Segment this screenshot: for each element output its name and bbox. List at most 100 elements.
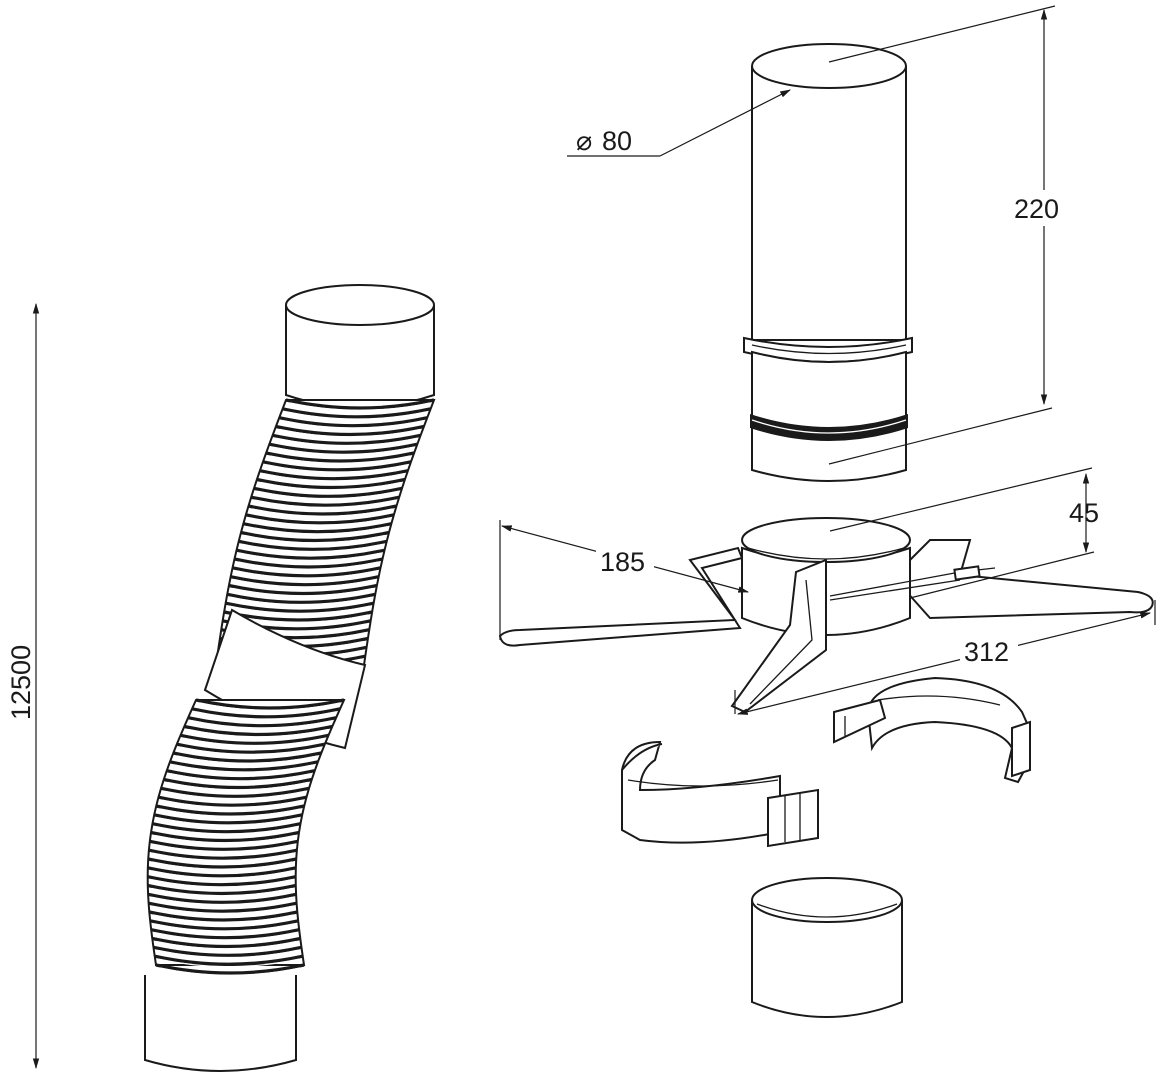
total-length-dimension: 12500 — [6, 302, 40, 1070]
hose-rib-highlight — [232, 587, 374, 597]
hose-rib — [234, 557, 383, 569]
hose-rib-highlight — [154, 923, 295, 932]
hose-rib-highlight — [238, 561, 379, 571]
hose-rib-highlight — [279, 428, 421, 438]
end-cap — [751, 877, 903, 1018]
hose-rib — [228, 583, 378, 596]
hose-rib — [195, 698, 345, 710]
clamp-half-left — [621, 740, 819, 848]
hose-rib — [183, 724, 333, 737]
hose-rib — [268, 442, 418, 454]
hose-rib — [250, 495, 400, 507]
hose-rib — [248, 504, 397, 516]
hose-rib — [226, 592, 376, 604]
arm-length-dimension: 185 — [499, 520, 750, 640]
hose-rib-highlight — [152, 852, 294, 862]
hose-rib — [230, 575, 380, 587]
support-height-dimension: 45 — [829, 467, 1099, 599]
hose-rib-highlight — [242, 543, 383, 553]
hose-rib-highlight — [160, 808, 301, 818]
hose-rib-highlight — [151, 879, 292, 888]
hose-rib-highlight — [151, 870, 292, 879]
hose-rib-highlight — [263, 473, 405, 482]
hose-rib — [148, 901, 297, 913]
hose-rib-highlight — [162, 799, 303, 809]
hose-bottom-sleeve — [144, 975, 297, 1072]
clamp-half-right — [833, 676, 1031, 784]
hose-upper-corrugation — [214, 398, 436, 677]
hose-rib-highlight — [195, 711, 337, 720]
hose-rib-highlight — [180, 746, 321, 756]
hose-rib-highlight — [289, 402, 431, 412]
hose-rib — [225, 601, 374, 613]
hose-rib-highlight — [199, 702, 341, 712]
hose-rib — [147, 892, 297, 904]
hose-rib-highlight — [231, 596, 372, 606]
hose-rib-highlight — [266, 464, 408, 473]
hose-rib — [187, 716, 337, 728]
pipe-height-dimension: 220 — [828, 5, 1070, 465]
hose-rib — [160, 786, 310, 798]
hose-rib — [163, 777, 313, 790]
pipe-adapter — [743, 43, 913, 482]
hose-rib — [147, 883, 297, 896]
hose-rib — [172, 751, 322, 763]
hose-rib-highlight — [153, 843, 294, 853]
hose-rib — [150, 928, 300, 940]
hose-rib — [176, 742, 326, 754]
flexible-hose — [144, 284, 436, 1072]
diameter-dimension: ⌀ 80 — [567, 89, 791, 157]
arm-length-label: 185 — [600, 547, 645, 577]
hose-rib — [238, 539, 388, 551]
hose-rib-highlight — [244, 534, 386, 544]
hose-rib — [151, 936, 301, 949]
hose-rib — [285, 398, 435, 410]
hose-rib-highlight — [152, 905, 293, 915]
hose-rib — [275, 424, 425, 437]
hose-rib-highlight — [229, 605, 370, 615]
hose-rib — [147, 866, 297, 878]
hose-rib-highlight — [164, 790, 306, 800]
hose-rib-highlight — [170, 773, 311, 782]
hose-rib — [265, 451, 415, 463]
hose-rib — [153, 945, 302, 957]
hose-rib-highlight — [247, 526, 388, 535]
hose-rib-highlight — [156, 826, 297, 835]
hose-rib — [155, 804, 305, 816]
hose-rib — [278, 416, 428, 428]
hose-rib — [169, 760, 319, 772]
hose-rib — [154, 954, 304, 966]
hose-rib — [245, 513, 395, 525]
hose-rib — [148, 848, 298, 860]
hose-rib-highlight — [188, 728, 329, 738]
support-height-label: 45 — [1069, 498, 1099, 528]
hose-rib — [240, 530, 390, 543]
hose-rib — [243, 522, 392, 534]
hose-rib — [259, 469, 409, 481]
hose-rib-highlight — [167, 781, 308, 791]
hose-rib-highlight — [177, 755, 318, 765]
hose-top-sleeve — [285, 284, 435, 409]
hose-rib — [262, 460, 412, 472]
hose-rib-highlight — [249, 517, 391, 526]
pipe-height-label: 220 — [1014, 194, 1059, 224]
diameter-label: 80 — [602, 126, 632, 156]
hose-rib — [256, 477, 406, 490]
hose-rib — [282, 407, 431, 419]
hose-rib-highlight — [252, 508, 393, 518]
hose-rib — [148, 910, 298, 922]
hose-rib — [150, 830, 300, 843]
support-width-label: 312 — [964, 637, 1009, 667]
hose-rib-highlight — [260, 481, 402, 491]
support-width-dimension: 312 — [734, 600, 1156, 715]
hose-rib-highlight — [151, 887, 292, 897]
hose-rib — [147, 857, 297, 869]
hose-rib-highlight — [286, 411, 427, 420]
hose-rib — [153, 813, 303, 825]
hose-rib — [253, 486, 403, 498]
hose-rib — [272, 433, 421, 445]
hose-rib — [180, 733, 329, 745]
hose-rib — [191, 707, 341, 719]
hose-rib — [155, 963, 305, 975]
